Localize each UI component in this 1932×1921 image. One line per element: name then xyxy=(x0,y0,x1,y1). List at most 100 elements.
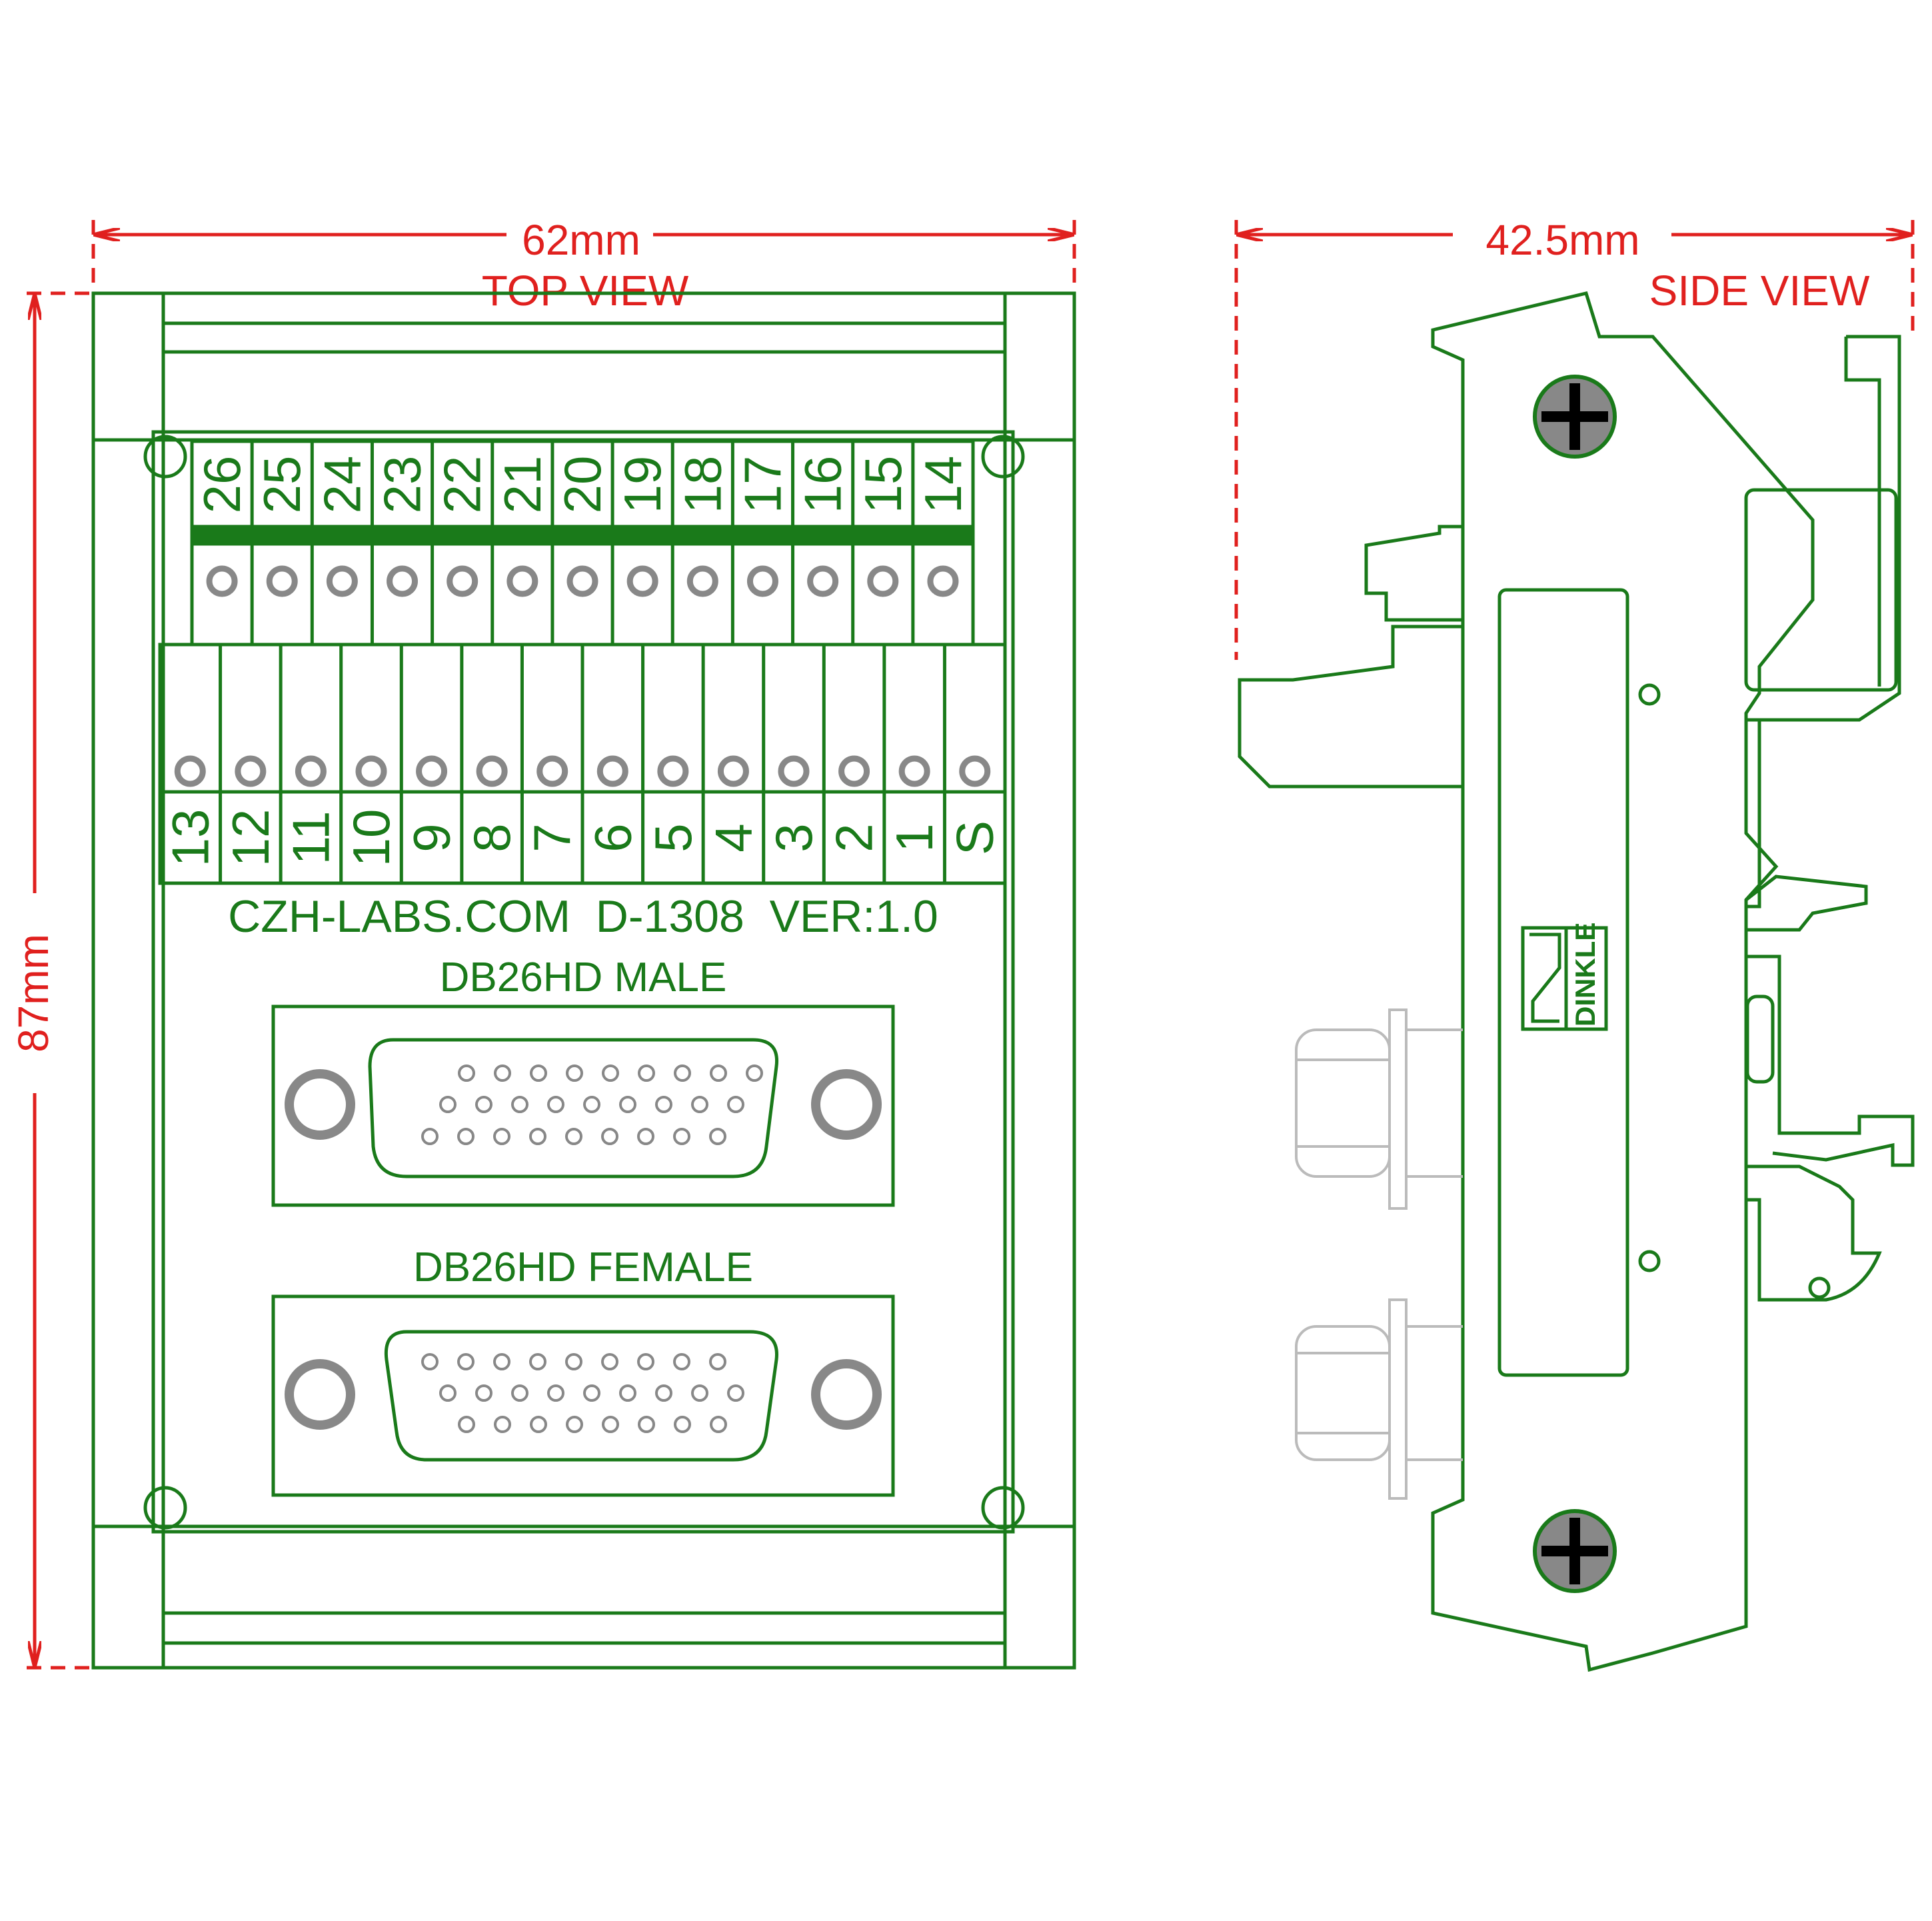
connector-pin-icon xyxy=(547,1384,564,1402)
top-width-label: 62mm xyxy=(522,216,640,264)
pin-number-label: 10 xyxy=(342,809,401,867)
pin-number-label: 18 xyxy=(673,456,732,514)
connector-pin-icon xyxy=(655,1096,672,1113)
connector-pin-icon xyxy=(638,1064,655,1082)
male-connector-label: DB26HD MALE xyxy=(440,955,727,1000)
side-upper-terminal xyxy=(1364,525,1463,622)
connector-pin-icon xyxy=(458,1064,475,1082)
pin-number-label: 14 xyxy=(914,456,972,514)
connector-pin-icon xyxy=(529,1353,546,1370)
side-connectors xyxy=(1295,1008,1463,1500)
connector-pin-icon xyxy=(655,1384,672,1402)
pin-number-label: 3 xyxy=(764,823,823,852)
terminal-screw-icon xyxy=(927,565,959,597)
terminal-screw-icon xyxy=(867,565,899,597)
pin-number-label: 21 xyxy=(493,456,552,514)
terminal-screw-icon xyxy=(206,565,238,597)
terminal-screw-icon xyxy=(626,565,658,597)
connector-pin-icon xyxy=(691,1096,708,1113)
latch-hole-icon xyxy=(1808,1276,1831,1299)
db26-female-frame xyxy=(271,1294,895,1497)
terminal-screw-icon xyxy=(778,755,810,787)
mounting-hole-icon xyxy=(981,435,1025,479)
rail-carrier-outline xyxy=(91,291,1076,1670)
db26-male-frame xyxy=(271,1004,895,1207)
dimension-side-width xyxy=(1234,220,1915,660)
db26-female-shell xyxy=(384,1330,778,1462)
connector-pin-icon xyxy=(710,1416,727,1433)
terminal-screw-icon xyxy=(295,755,327,787)
dimension-height xyxy=(27,291,93,1670)
connector-pin-icon xyxy=(674,1416,691,1433)
connector-pin-icon xyxy=(674,1064,691,1082)
terminal-screw-icon xyxy=(476,755,508,787)
connector-pin-icon xyxy=(583,1384,600,1402)
connector-pin-icon xyxy=(439,1096,457,1113)
terminal-screw-icon xyxy=(235,755,267,787)
terminal-screw-icon xyxy=(746,565,778,597)
terminal-screw-icon xyxy=(566,565,598,597)
side-view xyxy=(1238,291,1915,1672)
connector-pin-icon xyxy=(547,1096,564,1113)
rail-clip-slot xyxy=(1744,488,1898,692)
connector-pin-icon xyxy=(746,1064,763,1082)
pin-number-label: 19 xyxy=(613,456,672,514)
top-view xyxy=(91,291,1076,1670)
terminal-screw-icon xyxy=(717,755,749,787)
connector-pin-icon xyxy=(619,1384,636,1402)
side-view-title: SIDE VIEW xyxy=(1649,267,1870,315)
pin-number-label: 24 xyxy=(313,456,371,514)
terminal-screw-icon xyxy=(387,565,419,597)
rail-top-bar xyxy=(161,321,1007,442)
terminal-screw-icon xyxy=(686,565,718,597)
mounting-hole-icon xyxy=(143,435,187,479)
connector-pin-icon xyxy=(457,1353,475,1370)
connector-pin-icon xyxy=(673,1128,690,1145)
screw-icon xyxy=(811,1069,882,1140)
terminal-screw-icon xyxy=(355,755,387,787)
connector-pin-icon xyxy=(475,1384,492,1402)
female-pin-array xyxy=(421,1353,744,1433)
pcb-outline xyxy=(151,430,1015,1534)
pin-number-label: 5 xyxy=(644,823,702,852)
connector-pin-icon xyxy=(494,1416,511,1433)
side-hole-icon xyxy=(1638,1250,1661,1272)
connector-pin-icon xyxy=(691,1384,708,1402)
board-label: CZH-LABS.COM D-1308 VER:1.0 xyxy=(228,891,938,942)
terminal-screw-icon xyxy=(536,755,568,787)
side-hole-icon xyxy=(1638,683,1661,706)
connector-pin-icon xyxy=(493,1128,510,1145)
connector-pin-icon xyxy=(619,1096,636,1113)
pin-number-label: 7 xyxy=(523,823,582,852)
pin-number-label: 1 xyxy=(885,823,944,852)
connector-pin-icon xyxy=(529,1128,546,1145)
connector-pin-icon xyxy=(566,1064,583,1082)
screw-icon xyxy=(285,1359,355,1430)
side-pcb-plate xyxy=(1497,588,1629,1377)
connector-pin-icon xyxy=(602,1064,619,1082)
connector-pin-icon xyxy=(565,1353,582,1370)
screw-icon xyxy=(811,1359,882,1430)
connector-screws xyxy=(285,1069,882,1430)
terminal-screw-icon xyxy=(838,755,870,787)
connector-pin-icon xyxy=(601,1128,618,1145)
connector-pin-icon xyxy=(511,1096,528,1113)
pin-number-label: 26 xyxy=(193,456,251,514)
female-connector-label: DB26HD FEMALE xyxy=(413,1244,753,1290)
connector-pin-icon xyxy=(638,1416,655,1433)
terminal-screw-icon xyxy=(898,755,930,787)
terminal-screw-icon xyxy=(959,755,991,787)
pin-number-label: 23 xyxy=(373,456,432,514)
connector-pin-icon xyxy=(709,1128,726,1145)
connector-pin-icon xyxy=(475,1096,492,1113)
rail-clip-top xyxy=(1746,335,1901,722)
connector-pin-icon xyxy=(530,1064,547,1082)
connector-pin-icon xyxy=(421,1353,439,1370)
pin-number-label: 6 xyxy=(583,823,642,852)
terminal-screw-icon xyxy=(447,565,479,597)
connector-pin-icon xyxy=(511,1384,528,1402)
terminal-strip-bar xyxy=(190,525,975,546)
terminal-screw-icon xyxy=(657,755,689,787)
